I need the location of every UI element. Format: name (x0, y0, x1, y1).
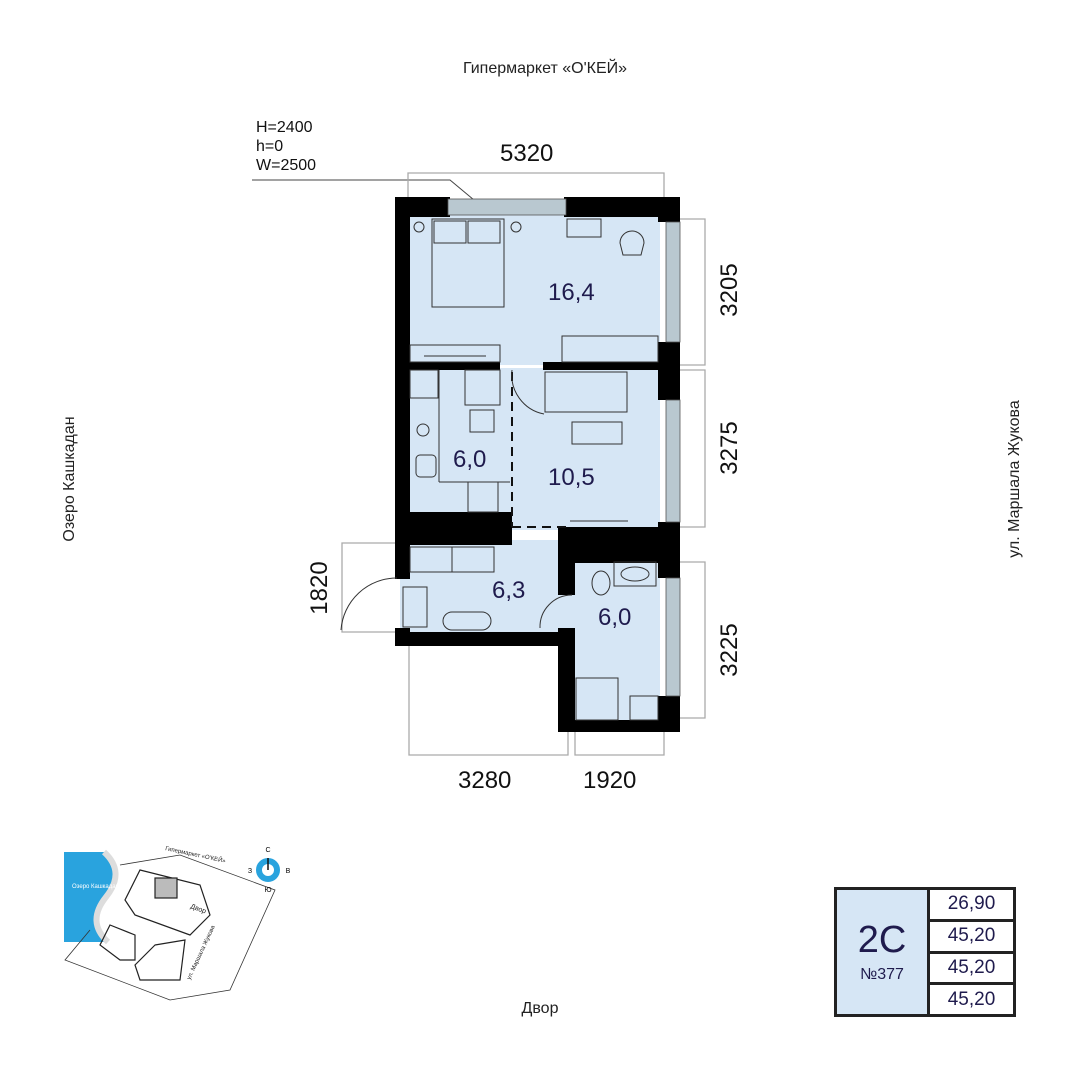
room-area-hall: 6,3 (492, 577, 526, 604)
window-spec: H=2400 h=0 W=2500 (256, 118, 316, 175)
walls (395, 197, 680, 732)
dim-bottom-2: 1920 (583, 767, 637, 794)
room-area-bedroom: 16,4 (548, 279, 595, 306)
apartment-type: 2С (857, 919, 907, 961)
north-context-label: Гипермаркет «О'КЕЙ» (462, 60, 628, 77)
site-yard-label: Двор (189, 903, 207, 915)
compass-e: В (286, 868, 291, 875)
compass-w: З (248, 868, 252, 875)
dimension-lines (341, 172, 706, 756)
apartment-number: №377 (860, 966, 904, 983)
window-height: H=2400 (256, 119, 313, 136)
dim-left: 1820 (306, 561, 333, 615)
windows (447, 198, 681, 697)
site-north-label: Гипермаркет «О'КЕЙ» (165, 844, 227, 865)
sill-height: h=0 (256, 138, 284, 155)
room-area-bathroom: 6,0 (598, 604, 632, 631)
furniture (340, 218, 659, 721)
dim-top: 5320 (500, 140, 554, 167)
compass-n: С (265, 847, 270, 854)
floor (400, 215, 660, 722)
site-street-label: ул. Маршала Жукова (186, 924, 217, 981)
area-value: 26,90 (930, 890, 1013, 919)
apartment-info-table: 2С №377 26,90 45,20 45,20 45,20 (834, 887, 1016, 1017)
dim-right-3: 3225 (716, 623, 743, 677)
area-value: 45,20 (930, 985, 1013, 1014)
window-width: W=2500 (256, 157, 317, 174)
room-area-living: 10,5 (548, 464, 595, 491)
site-map: Озеро Кашкадан Двор Гипермаркет «О'КЕЙ» … (64, 844, 291, 1001)
site-lake-label: Озеро Кашкадан (72, 884, 119, 890)
area-value: 45,20 (930, 953, 1013, 983)
compass-s: Ю (264, 887, 271, 894)
room-area-kitchen: 6,0 (453, 446, 487, 473)
dim-bottom-1: 3280 (458, 767, 512, 794)
dim-right-1: 3205 (716, 263, 743, 317)
area-value: 45,20 (930, 921, 1013, 951)
dim-right-2: 3275 (716, 421, 743, 475)
south-context-label: Двор (521, 1000, 559, 1017)
